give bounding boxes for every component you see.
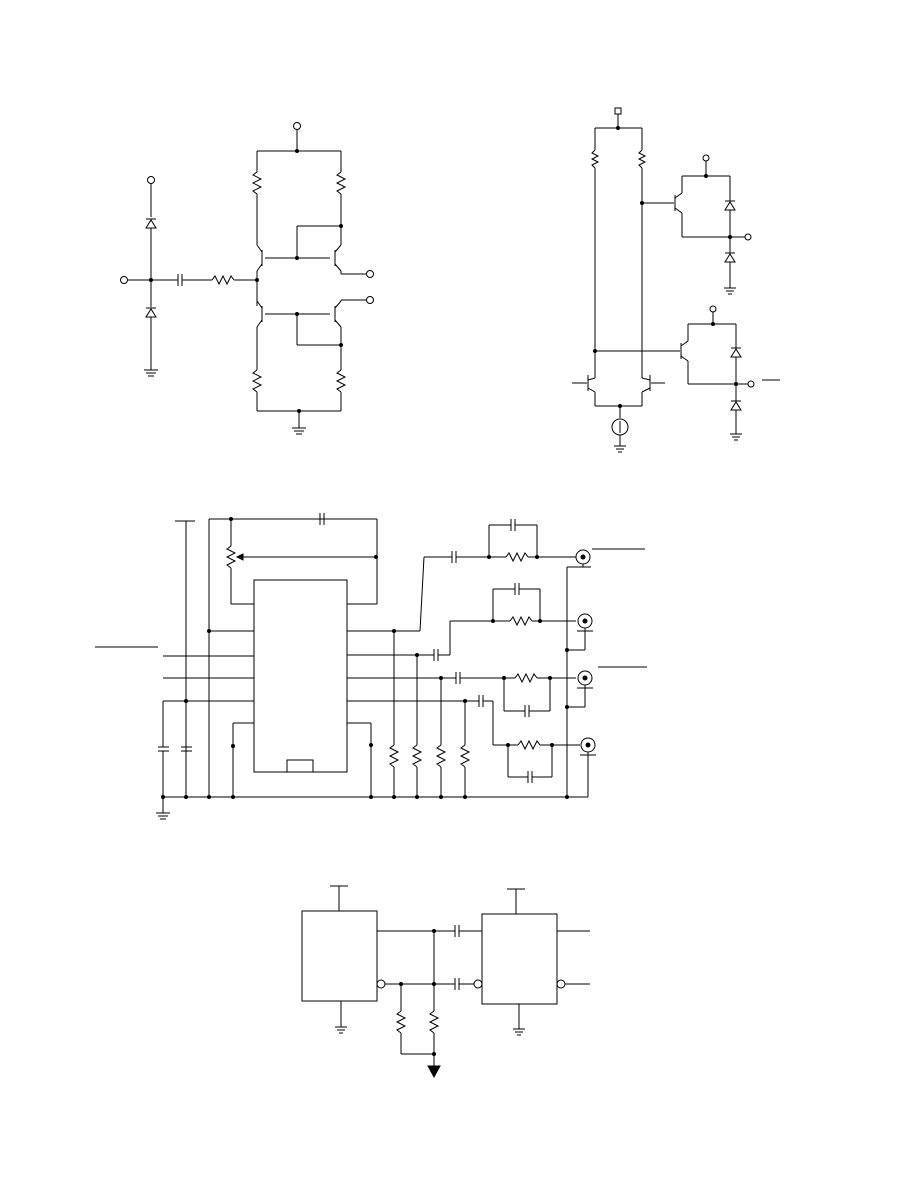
load-resistor-right — [637, 149, 647, 169]
figure-3-ic-line-driver — [95, 513, 647, 820]
termination-resistor-2 — [411, 744, 423, 768]
lower-supply-terminal — [709, 305, 717, 313]
receiver-inverting-bubble-in — [473, 979, 483, 989]
termination-resistor-4 — [459, 744, 471, 768]
ic-body — [253, 579, 348, 773]
receiver-block — [481, 913, 558, 1005]
upper-clamp-diode-b — [724, 253, 736, 263]
trim-potentiometer — [225, 545, 237, 569]
clamp-diode-upper — [145, 219, 157, 229]
load-resistor-left — [590, 149, 600, 169]
series-resistor-ch2 — [509, 615, 533, 627]
lower-clamp-diode-a — [730, 348, 742, 358]
bias-voltage-arrow — [427, 1065, 441, 1079]
termination-resistor-1 — [388, 744, 400, 768]
supply-square-terminal — [614, 107, 622, 115]
input-terminal — [120, 276, 128, 284]
figure-2-differential-pair — [572, 107, 780, 453]
series-resistor-ch1 — [505, 551, 529, 563]
driver-block — [301, 910, 378, 1002]
ic-notch — [286, 759, 314, 773]
ground-symbol — [292, 427, 306, 435]
clamp-supply-terminal — [147, 176, 155, 184]
vcc-terminal — [293, 122, 301, 130]
upper-supply-terminal — [702, 154, 710, 162]
receiver-inverting-bubble-out — [556, 979, 566, 989]
upper-clamp-diode-a — [724, 201, 736, 211]
bias-resistor-left — [395, 1010, 407, 1034]
figure-4-ac-coupled-link — [301, 885, 590, 1079]
series-resistor — [211, 274, 235, 286]
series-resistor-ch4 — [517, 739, 541, 751]
resistor-bottom-left — [251, 369, 263, 393]
lower-output-terminal — [747, 380, 755, 388]
clamp-diode-lower — [145, 308, 157, 318]
resistor-top-right — [335, 171, 347, 195]
series-resistor-ch3 — [514, 672, 538, 684]
driver-inverting-bubble — [376, 979, 386, 989]
upper-output-terminal — [744, 233, 752, 241]
lower-clamp-diode-b — [730, 401, 742, 411]
figure-1-complementary-driver — [120, 122, 374, 435]
output-positive-terminal — [366, 270, 374, 278]
resistor-top-left — [251, 171, 263, 195]
bias-resistor-right — [428, 1010, 440, 1034]
termination-resistor-3 — [435, 744, 447, 768]
output-negative-terminal — [366, 296, 374, 304]
resistor-bottom-right — [335, 369, 347, 393]
